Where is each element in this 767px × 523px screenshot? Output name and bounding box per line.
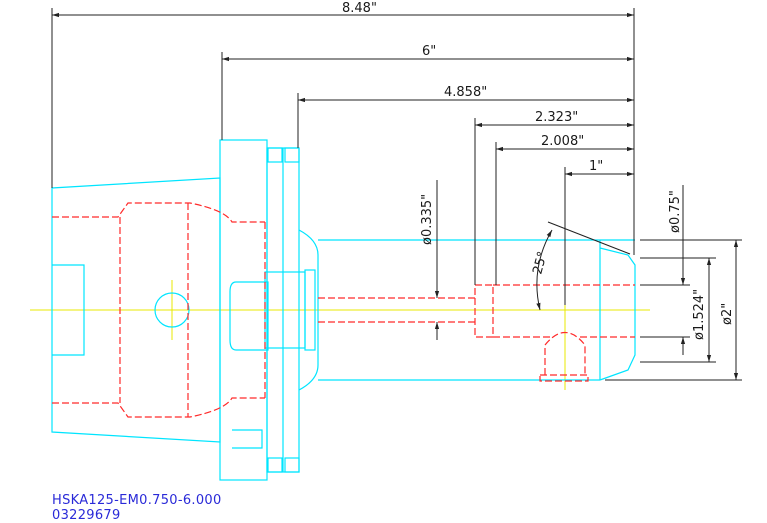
dim-overall-length: 8.48": [342, 1, 377, 16]
dim-coolant-dia: ø0.335": [420, 194, 435, 245]
dim-neck-dia: ø1.524": [692, 289, 707, 340]
tool-outline: [51, 139, 636, 481]
dim-body-dia: ø2": [720, 303, 735, 325]
dim-shank-length: 4.858": [444, 85, 487, 100]
dim-bore-depth-b: 2.008": [541, 134, 584, 149]
dimension-lines: [51, 8, 742, 381]
center-lines: [30, 280, 650, 390]
part-number-label: HSKA125-EM0.750-6.000: [52, 493, 222, 508]
part-code-label: 03229679: [52, 508, 121, 523]
hidden-lines: [52, 202, 635, 418]
dim-bore-depth-a: 2.323": [535, 110, 578, 125]
dim-chamfer-angle: 25°: [530, 250, 550, 276]
dim-bore-dia: ø0.75": [668, 190, 683, 233]
dim-setscrew-offset: 1": [589, 159, 603, 174]
dim-gauge-length: 6": [422, 44, 436, 59]
